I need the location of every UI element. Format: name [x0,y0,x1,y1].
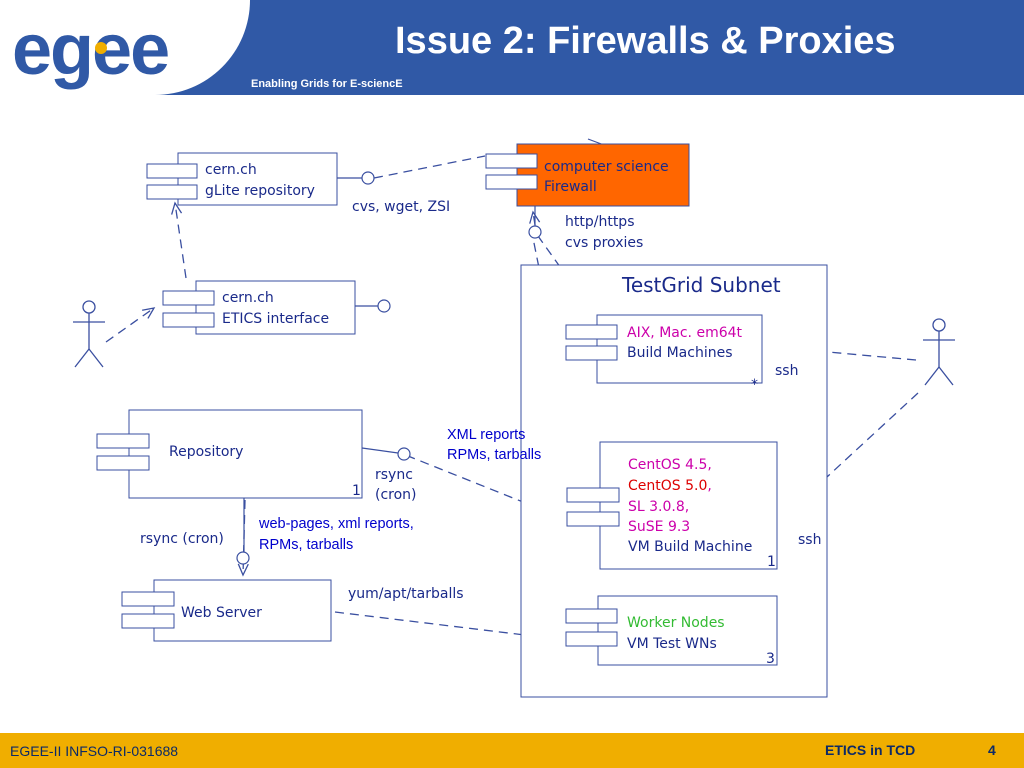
rsync-label-1: rsync [375,467,413,483]
firewall-component: computer science Firewall [485,138,690,207]
etics-line2: ETICS interface [222,311,329,327]
web-pages-label-2: RPMs, tarballs [259,537,353,553]
ssh-label-1: ssh [775,363,798,379]
web-server-component: Web Server [121,579,332,642]
component-tab [96,433,150,449]
component-tab [96,455,150,471]
worker-nodes-component: Worker Nodes VM Test WNs 3 [565,595,778,667]
component-tab [485,153,538,169]
dep-user-etics [105,307,156,343]
dep-vm-repo [407,455,569,521]
component-tab [485,174,538,190]
logo-text: egee [12,10,168,90]
dep-web-wn [334,611,568,645]
component-tab [146,163,198,179]
vm-os-suse: SuSE 9.3 [628,519,690,535]
cern-repo-interface [361,171,375,185]
component-tab [566,511,620,527]
etics-interface [377,299,391,313]
rsync-cron-label: rsync (cron) [140,531,224,547]
repository-component: Repository 1 [96,409,363,499]
vm-os-sl: SL 3.0.8, [628,499,689,515]
proxy-label-2: cvs proxies [565,235,643,251]
component-tab [565,324,618,340]
build-multiplicity: * [751,377,758,393]
cern-repo-component: cern.ch gLite repository [146,152,338,206]
build-machines-component: AIX, Mac. em64t Build Machines * [565,314,763,393]
etics-line1: cern.ch [222,290,274,306]
component-tab [162,290,215,306]
component-tab [162,312,215,328]
uml-diagram: cern.ch gLite repository computer scienc… [73,138,955,698]
xml-reports-2: RPMs, tarballs [447,447,541,463]
web-pages-label-1: web-pages, xml reports, [258,516,414,532]
footer-title: ETICS in TCD [825,742,916,758]
xml-reports-1: XML reports [447,427,525,443]
dep-admin-build [793,344,917,361]
cern-repo-line2: gLite repository [205,183,315,199]
repository-multiplicity: 1 [352,483,361,499]
vm-os-centos50-name: CentOS 5.0 [628,478,707,494]
build-machines-name: Build Machines [627,345,733,361]
yum-label: yum/apt/tarballs [348,586,464,602]
admin-actor-icon [923,318,955,386]
page-number: 4 [988,742,996,758]
component-tab [565,345,618,361]
page-title: Issue 2: Firewalls & Proxies [395,20,896,62]
egee-logo: egee [12,10,170,90]
worker-nodes-title: Worker Nodes [627,615,725,631]
repo-rsync-interface [397,447,411,461]
proxy-interface [528,225,542,239]
vm-build-name: VM Build Machine [628,539,752,555]
footer-bar: EGEE-II INFSO-RI-031688 ETICS in TCD 4 [0,733,1024,768]
tagline: Enabling Grids for E-sciencE [251,78,403,90]
user-actor-icon [73,300,105,368]
web-server-name: Web Server [181,605,262,621]
vm-os-centos45: CentOS 4.5, [628,457,712,473]
repo-connector [361,447,399,454]
vm-os-centos50: CentOS 5.0, [628,478,712,494]
web-rsync-interface [236,551,250,565]
vm-os-centos50-comma: , [707,478,711,494]
worker-nodes-name: VM Test WNs [627,636,717,652]
logo-area: egee [0,0,250,95]
rsync-label-2: (cron) [375,487,417,503]
repository-name: Repository [169,444,243,460]
vm-build-component: CentOS 4.5, CentOS 5.0, SL 3.0.8, SuSE 9… [566,441,778,570]
cvs-label: cvs, wget, ZSI [352,199,450,215]
build-platforms: AIX, Mac. em64t [627,325,743,341]
component-tab [146,184,198,200]
dep-cern-firewall [373,155,486,179]
component-tab [121,591,175,607]
component-tab [566,487,620,503]
subnet-title: TestGrid Subnet [621,273,781,297]
dep-admin-vm [800,392,919,502]
etics-component: cern.ch ETICS interface [162,280,356,335]
ssh-label-2: ssh [798,532,821,548]
vm-build-multiplicity: 1 [767,554,776,570]
worker-nodes-multiplicity: 3 [766,651,775,667]
footer-project-id: EGEE-II INFSO-RI-031688 [10,743,179,759]
firewall-line2: Firewall [544,179,597,195]
proxy-label-1: http/https [565,214,635,230]
cern-repo-line1: cern.ch [205,162,257,178]
component-tab [565,608,618,624]
dep-etics-repo [171,201,187,279]
component-tab [121,613,175,629]
firewall-line1: computer science [544,159,669,175]
component-tab [565,631,618,647]
logo-dot [95,42,107,54]
